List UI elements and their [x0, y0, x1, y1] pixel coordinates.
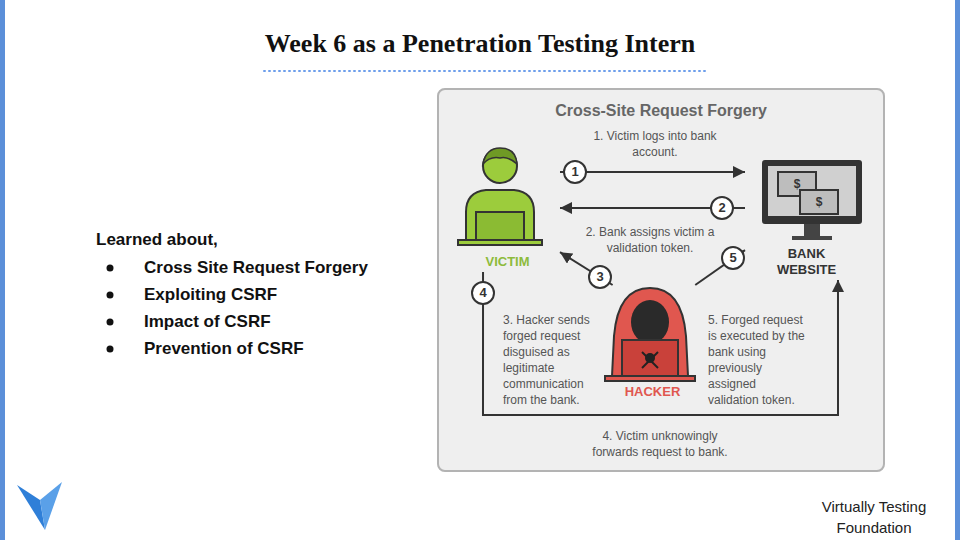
panel-fill [437, 88, 885, 472]
hacker-node: HACKER [605, 285, 700, 402]
flow-arrow [483, 272, 838, 415]
victim-hair [483, 148, 517, 164]
list-heading: Learned about, [96, 230, 218, 250]
bullet-dot [107, 346, 114, 353]
title-underline [264, 70, 705, 72]
victim-laptop [476, 212, 524, 241]
callout-number: 2 [710, 196, 734, 220]
monitor-screen [768, 166, 856, 216]
bank-figure [762, 160, 862, 240]
hacker-laptop [622, 340, 678, 376]
actor-label: VICTIM [485, 254, 529, 270]
victim-figure [458, 148, 542, 245]
bullet-item: Prevention of CSRF [144, 338, 304, 360]
logo-wing [17, 485, 45, 530]
victim-node: VICTIM [455, 148, 560, 272]
currency-symbol: $ [812, 195, 826, 209]
step-description: 3. Hacker sends forged request disguised… [503, 312, 599, 408]
flow-arrow [560, 207, 745, 209]
footer-org: Virtually Testing Foundation [814, 496, 934, 538]
flow-arrow [695, 250, 745, 285]
banknote [800, 190, 838, 214]
bullet-item: Cross Site Request Forgery [144, 257, 368, 279]
currency-symbol: $ [790, 177, 804, 191]
crossbones [642, 352, 658, 368]
hacker-face [631, 300, 669, 344]
actor-label: HACKER [625, 384, 681, 400]
callout-number: 3 [588, 265, 612, 289]
side-bar [0, 0, 5, 540]
logo-wing [40, 482, 62, 530]
victim-body [466, 190, 534, 240]
step-description: 2. Bank assigns victim a validation toke… [582, 224, 718, 256]
victim-head [483, 149, 517, 183]
monitor-frame [762, 160, 862, 224]
logo [17, 482, 62, 530]
flow-arrow [560, 171, 745, 173]
crossbones [642, 352, 658, 368]
callout-number: 5 [721, 246, 745, 270]
panel-title: Cross-Site Request Forgery [555, 101, 767, 121]
slide-title: Week 6 as a Penetration Testing Intern [0, 28, 960, 60]
step-description: 4. Victim unknowingly forwards request t… [578, 428, 742, 460]
step-description: 1. Victim logs into bank account. [580, 128, 730, 160]
callout-number: 4 [471, 281, 495, 305]
monitor-base [792, 236, 832, 240]
bullet-item: Exploiting CSRF [144, 284, 277, 306]
bullet-dot [107, 292, 114, 299]
bank-node: BANK WEBSITE [745, 150, 868, 280]
monitor-stand [804, 224, 820, 236]
bullet-item: Impact of CSRF [144, 311, 271, 333]
hacker-hood [612, 288, 688, 376]
hacker-figure [605, 288, 695, 381]
step-description: 5. Forged request is executed by the ban… [708, 312, 810, 408]
callout-number: 1 [563, 160, 587, 184]
side-bar [955, 0, 960, 540]
bullet-dot [107, 319, 114, 326]
skull [645, 353, 655, 363]
hacker-laptop-base [605, 376, 695, 381]
flow-arrow [560, 252, 613, 285]
actor-label: BANK WEBSITE [769, 246, 844, 278]
victim-laptop-base [458, 240, 542, 245]
bullet-dot [107, 265, 114, 272]
